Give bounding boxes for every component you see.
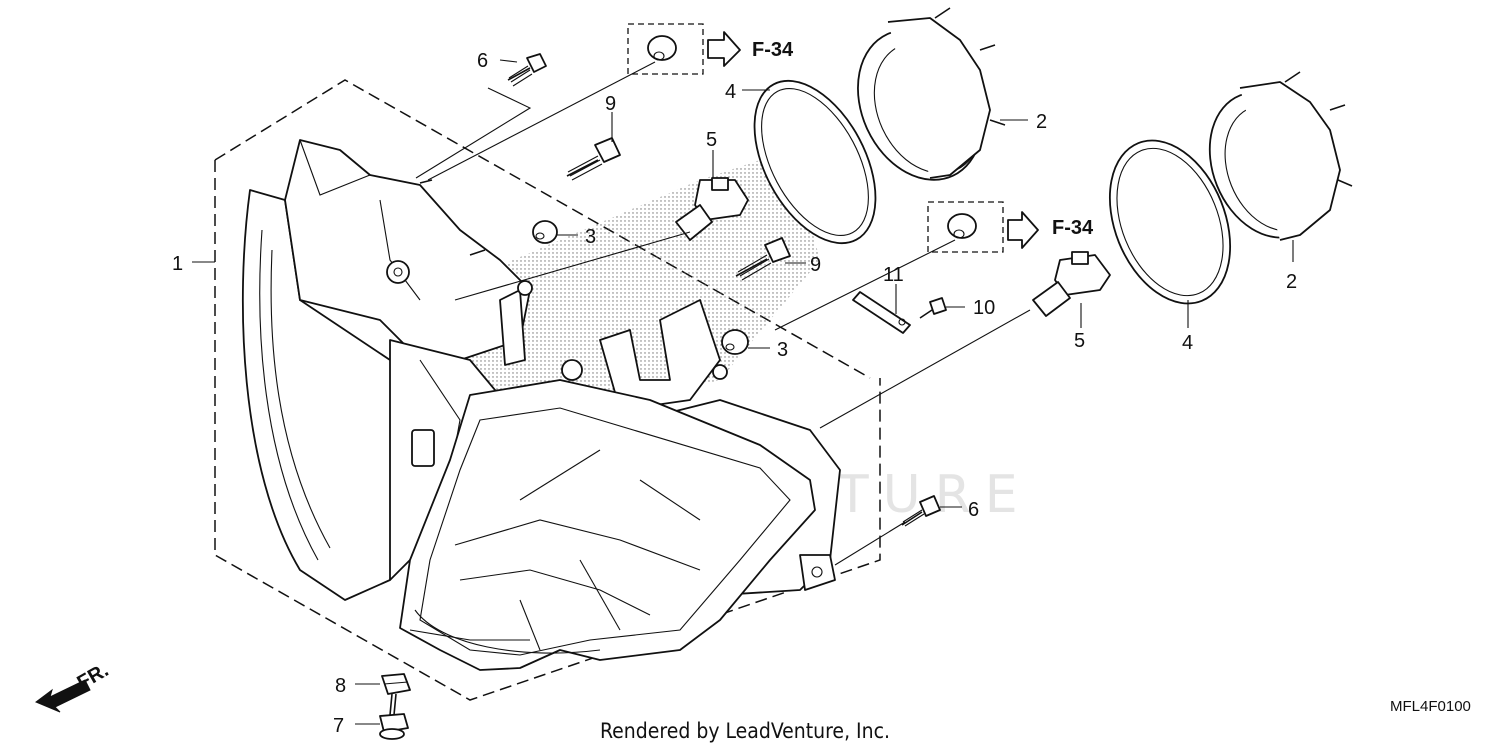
screw-6-lower — [901, 495, 941, 527]
o-ring-4-right — [1108, 139, 1232, 305]
bulb-5-left — [675, 177, 749, 241]
callout-2-left: 2 — [1036, 111, 1047, 133]
credit-text: Rendered by LeadVenture, Inc. — [600, 719, 890, 743]
callout-5-left: 5 — [706, 129, 717, 151]
grommet-top — [627, 23, 741, 75]
clip-nut-8 — [381, 673, 411, 695]
callout-3-top: 3 — [585, 226, 596, 248]
ref-f34-lower: F-34 — [1052, 217, 1094, 239]
grommet-lower — [927, 201, 1039, 253]
callout-11: 11 — [883, 264, 904, 286]
callout-7: 7 — [333, 715, 344, 737]
callout-4-right: 4 — [1182, 332, 1193, 354]
callout-6-top: 6 — [477, 50, 488, 72]
screw-6-top — [507, 53, 547, 87]
callout-10: 10 — [973, 297, 995, 319]
callout-9-top: 9 — [605, 93, 616, 115]
callout-1: 1 — [172, 253, 183, 275]
callout-8: 8 — [335, 675, 346, 697]
bolt-7 — [379, 693, 409, 740]
cover-2-right — [1208, 71, 1353, 241]
callout-6-lower: 6 — [968, 499, 979, 521]
diagram-code: MFL4F0100 — [1390, 698, 1471, 715]
callout-5-right: 5 — [1074, 330, 1085, 352]
ref-f34-top: F-34 — [752, 39, 794, 61]
callout-3-lower: 3 — [777, 339, 788, 361]
screw-10 — [919, 297, 947, 319]
callout-9-lower: 9 — [810, 254, 821, 276]
strap-11 — [852, 291, 911, 334]
grommet-3-top — [532, 220, 558, 244]
grommet-3-lower — [721, 329, 749, 355]
callout-2-right: 2 — [1286, 271, 1297, 293]
o-ring-4-left — [753, 79, 877, 245]
headlight-assembly — [241, 139, 841, 671]
bolt-9-top — [566, 137, 621, 181]
cover-2-left — [857, 7, 1006, 181]
bulb-5-right — [1032, 251, 1111, 317]
front-direction-arrow — [35, 679, 91, 713]
callout-4-left: 4 — [725, 81, 736, 103]
bolt-9-lower — [735, 237, 791, 281]
assembly-boundary — [192, 79, 881, 701]
